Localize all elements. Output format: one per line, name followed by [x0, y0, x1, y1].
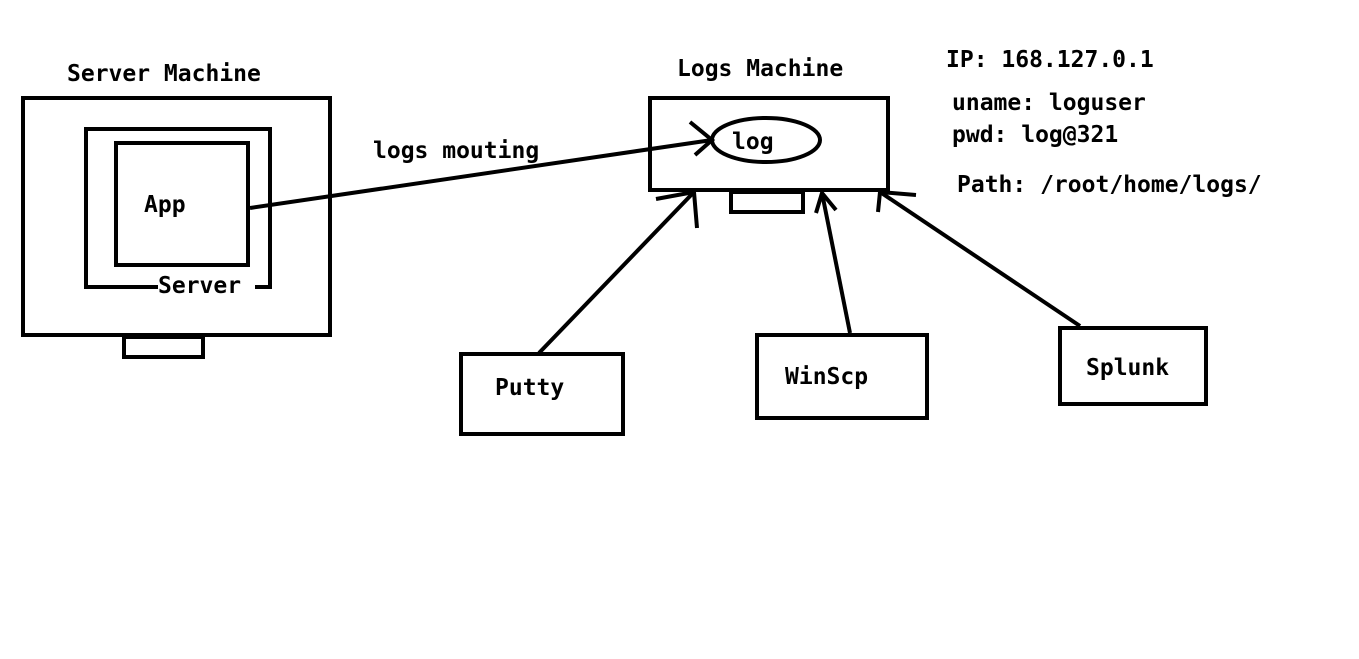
server-machine-title: Server Machine — [67, 61, 261, 87]
putty-arrow-head — [655, 189, 699, 229]
winscp-arrow-line — [820, 192, 852, 334]
server-machine-stand — [122, 335, 205, 359]
winscp-box — [755, 333, 929, 420]
server-machine: Server Machine Server App — [21, 61, 332, 359]
app-label: App — [144, 192, 186, 218]
logs-machine: Logs Machine log — [648, 56, 890, 214]
logs-mount-connection: logs mouting — [249, 120, 716, 210]
splunk-arrow-head — [876, 189, 917, 213]
mount-arrow-line — [249, 138, 713, 210]
splunk-arrow-line — [878, 190, 1082, 328]
server-container — [84, 127, 272, 289]
putty-arrow-line — [537, 190, 696, 355]
splunk-box — [1058, 326, 1208, 406]
winscp-arrow-head — [814, 188, 838, 214]
app-box — [114, 141, 250, 267]
splunk-client: Splunk — [876, 189, 1208, 406]
splunk-label: Splunk — [1086, 355, 1169, 381]
logs-machine-title: Logs Machine — [677, 56, 843, 82]
log-label: log — [732, 129, 774, 155]
credentials-block: IP: 168.127.0.1 uname: loguser pwd: log@… — [946, 47, 1262, 198]
pwd-text: pwd: log@321 — [952, 122, 1118, 148]
uname-text: uname: loguser — [952, 90, 1146, 116]
winscp-client: WinScp — [755, 188, 929, 420]
winscp-label: WinScp — [785, 364, 868, 390]
putty-client: Putty — [459, 189, 699, 436]
putty-label: Putty — [495, 375, 564, 401]
mount-arrow-head — [688, 120, 716, 157]
ip-text: IP: 168.127.0.1 — [946, 47, 1154, 73]
server-label: Server — [158, 273, 241, 299]
path-text: Path: /root/home/logs/ — [957, 172, 1262, 198]
logs-machine-stand — [729, 190, 805, 214]
log-ellipse — [710, 116, 822, 164]
putty-box — [459, 352, 625, 436]
mount-label: logs mouting — [373, 138, 539, 164]
